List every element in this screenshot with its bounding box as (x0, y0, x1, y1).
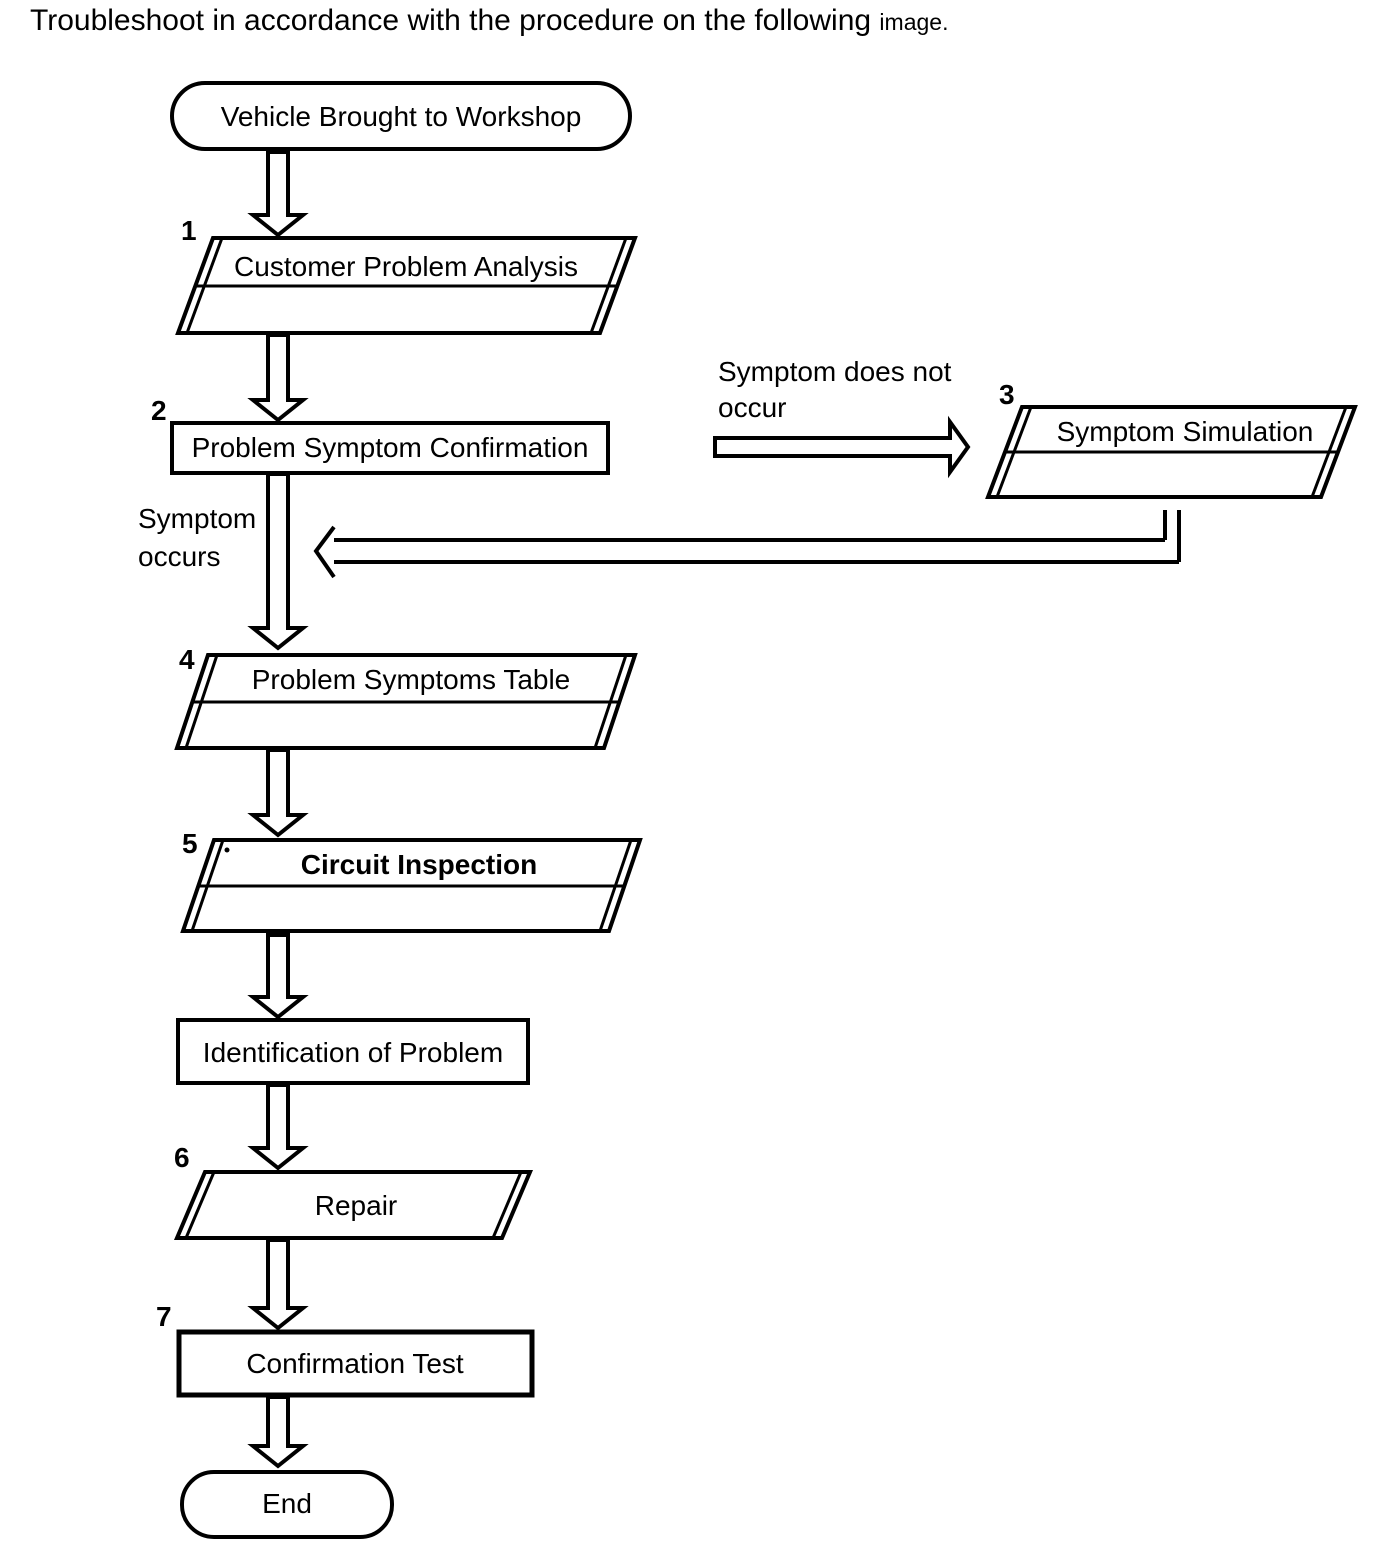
branch-not-occur-line1: Symptom does not (718, 356, 952, 387)
branch-label-symptom-occurs: Symptom occurs (138, 503, 256, 572)
instruction-main: Troubleshoot in accordance with the proc… (30, 4, 872, 37)
branch-label-symptom-does-not-occur: Symptom does not occur (718, 356, 952, 423)
identification-node: Identification of Problem (176, 1018, 530, 1085)
step2-label: Problem Symptom Confirmation (192, 432, 589, 463)
arrow-step2-to-step3 (713, 415, 971, 479)
start-node: Vehicle Brought to Workshop (170, 81, 632, 151)
step4-label: Problem Symptoms Table (252, 664, 571, 695)
arrow-step2-to-step4 (247, 472, 309, 651)
step7-rectangle (176, 1329, 535, 1398)
arrow-step4-to-step5 (247, 748, 309, 838)
step6-parallelogram (173, 1170, 534, 1240)
step6-node: 6 Repair (173, 1142, 534, 1240)
branch-occurs-line2: occurs (138, 541, 220, 572)
step6-inner-edge-left (184, 1171, 216, 1239)
arrow-step7-to-end (247, 1395, 309, 1469)
arrow-step6-to-step7 (247, 1238, 309, 1331)
step3-number: 3 (999, 379, 1015, 410)
step6-number: 6 (174, 1142, 190, 1173)
arrow-step1-to-step2 (247, 333, 309, 423)
step1-node: 1 Customer Problem Analysis (175, 215, 638, 335)
return-arrow-step3-to-mainline (313, 510, 1181, 579)
step7-node: 7 Confirmation Test (156, 1301, 535, 1398)
step2-node: 2 Problem Symptom Confirmation (151, 395, 610, 475)
step2-number: 2 (151, 395, 167, 426)
step7-number: 7 (156, 1301, 172, 1332)
end-node: End (180, 1470, 394, 1539)
step5-node: 5 Circuit Inspection (180, 828, 643, 933)
step1-number: 1 (181, 215, 197, 246)
step4-number: 4 (179, 644, 195, 675)
step3-label: Symptom Simulation (1057, 416, 1314, 447)
step5-label: Circuit Inspection (301, 849, 537, 880)
branch-not-occur-line2: occur (718, 392, 786, 423)
step1-label: Customer Problem Analysis (234, 251, 578, 282)
instruction-text: Troubleshoot in accordance with the proc… (30, 4, 948, 38)
instruction-suffix: image. (879, 9, 949, 35)
identification-label: Identification of Problem (203, 1037, 503, 1068)
branch-occurs-line1: Symptom (138, 503, 256, 534)
step2-rectangle (170, 421, 610, 475)
end-node-label: End (262, 1488, 312, 1519)
arrow-identification-to-step6 (247, 1083, 309, 1171)
step6-inner-edge-right (491, 1171, 523, 1239)
step7-label: Confirmation Test (246, 1348, 464, 1379)
arrow-step5-to-identification (247, 933, 309, 1020)
step4-node: 4 Problem Symptoms Table (174, 644, 638, 750)
step5-number: 5 (182, 828, 198, 859)
start-node-label: Vehicle Brought to Workshop (221, 101, 582, 132)
step3-node: 3 Symptom Simulation (985, 379, 1358, 499)
step5-stray-dot (224, 847, 230, 853)
step6-label: Repair (315, 1190, 397, 1221)
start-terminator-shape (170, 81, 632, 151)
identification-rectangle (176, 1018, 530, 1085)
arrow-start-to-step1 (247, 150, 309, 238)
return-arrowhead (313, 525, 336, 579)
end-terminator-shape (180, 1470, 394, 1539)
